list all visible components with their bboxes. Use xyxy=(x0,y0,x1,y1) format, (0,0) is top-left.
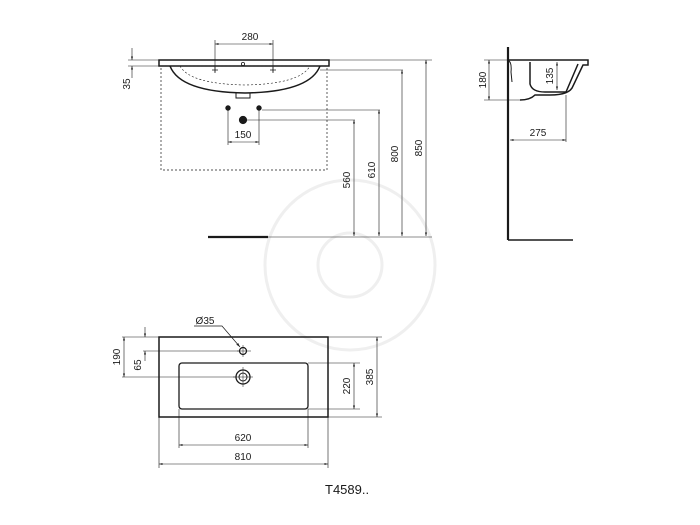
dim-height-850: 850 xyxy=(414,139,425,156)
dim-tap-hole-diameter: Ø35 xyxy=(196,316,215,327)
dim-height-560: 560 xyxy=(342,171,353,188)
dim-side-waste-projection: 275 xyxy=(530,128,547,139)
front-view xyxy=(128,40,432,239)
watermark-logo xyxy=(263,178,437,352)
dim-tap-hole-from-edge: 65 xyxy=(133,359,144,371)
side-view xyxy=(484,47,589,241)
dim-side-bowl-height: 180 xyxy=(478,71,489,88)
dim-side-bowl-depth: 135 xyxy=(545,67,556,84)
dim-bowl-width: 620 xyxy=(235,433,252,444)
dim-overall-depth: 385 xyxy=(365,368,376,385)
dim-height-800: 800 xyxy=(390,145,401,162)
dim-tap-hole-offset: 190 xyxy=(112,348,123,365)
dim-overall-width: 810 xyxy=(235,452,252,463)
dim-rim-thickness: 35 xyxy=(122,78,133,90)
dim-tap-spacing: 280 xyxy=(242,32,259,43)
dim-waste-spacing: 150 xyxy=(235,130,252,141)
product-code: T4589.. xyxy=(325,482,369,497)
top-view xyxy=(122,325,382,468)
dim-height-610: 610 xyxy=(367,161,378,178)
dim-top-bowl-depth: 220 xyxy=(342,377,353,394)
